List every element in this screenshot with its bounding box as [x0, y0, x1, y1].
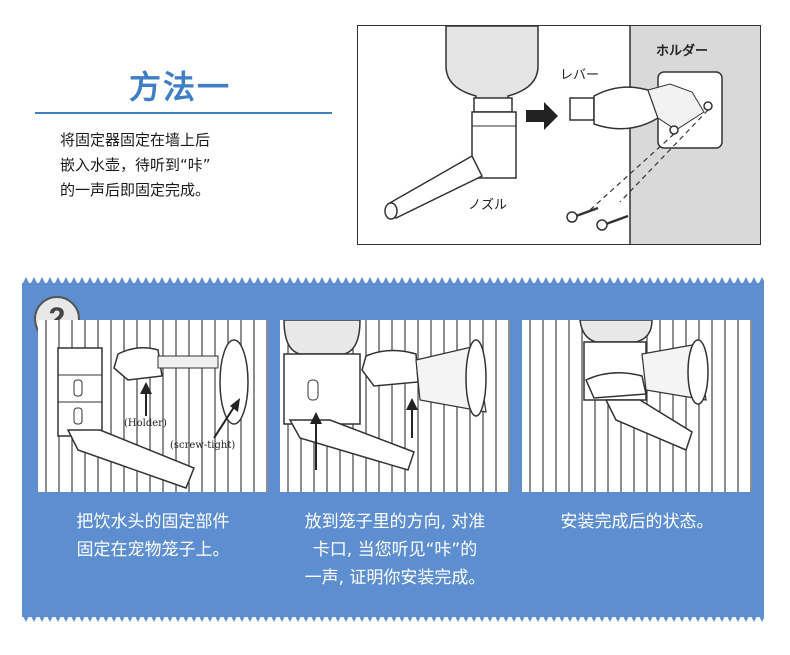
title-underline	[35, 112, 332, 114]
bottle-cap	[471, 111, 517, 179]
panel-bottom-edge	[22, 614, 764, 622]
caption-line: 把饮水头的固定部件	[76, 512, 230, 532]
bottle	[445, 26, 539, 101]
installed-state-drawing	[529, 320, 752, 492]
description-line: 嵌入水壶，待听到“咔”	[60, 156, 211, 174]
step-photo-2	[280, 320, 510, 492]
caption-line: 卡口, 当您听见“咔”的	[312, 540, 478, 560]
step-caption-1: 把饮水头的固定部件 固定在宠物笼子上。	[38, 508, 268, 564]
wall-mount-drawing	[384, 26, 760, 244]
caption-line: 一声, 证明你安装完成。	[304, 568, 486, 588]
step-caption-2: 放到笼子里的方向, 对准 卡口, 当您听见“咔”的 一声, 证明你安装完成。	[270, 508, 520, 592]
screw-icon	[566, 206, 599, 223]
step-photo-1: (Holder) (screw-tight)	[38, 320, 268, 492]
lever	[569, 97, 595, 121]
attach-bottle-drawing	[283, 320, 510, 492]
description-line: 将固定器固定在墙上后	[60, 131, 211, 149]
nozzle-label: ノズル	[468, 198, 508, 213]
screw-english-label: (screw-tight)	[170, 440, 236, 451]
lever-label: レバー	[560, 68, 600, 83]
screw-icon	[596, 214, 629, 231]
step-photo-3	[522, 320, 752, 492]
method-description: 将固定器固定在墙上后 嵌入水壶，待听到“咔” 的一声后即固定完成。	[60, 128, 320, 203]
wall-mount-illustration: レバー ホルダー ノズル	[357, 25, 761, 245]
install-holder-drawing	[45, 320, 268, 492]
method-title: 方法一	[128, 68, 231, 106]
holder-clip	[593, 86, 659, 130]
holder-label: ホルダー	[656, 44, 709, 59]
holder-english-label: (Holder)	[124, 418, 167, 429]
caption-line: 固定在宠物笼子上。	[76, 540, 230, 560]
description-line: 的一声后即固定完成。	[60, 181, 211, 199]
caption-line: 放到笼子里的方向, 对准	[304, 512, 486, 532]
caption-line: 安装完成后的状态。	[560, 512, 714, 532]
nozzle	[386, 154, 484, 219]
bottle-cap-ring	[473, 97, 513, 113]
step-caption-3: 安装完成后的状态。	[522, 508, 752, 536]
arrow-right-icon	[526, 102, 558, 130]
